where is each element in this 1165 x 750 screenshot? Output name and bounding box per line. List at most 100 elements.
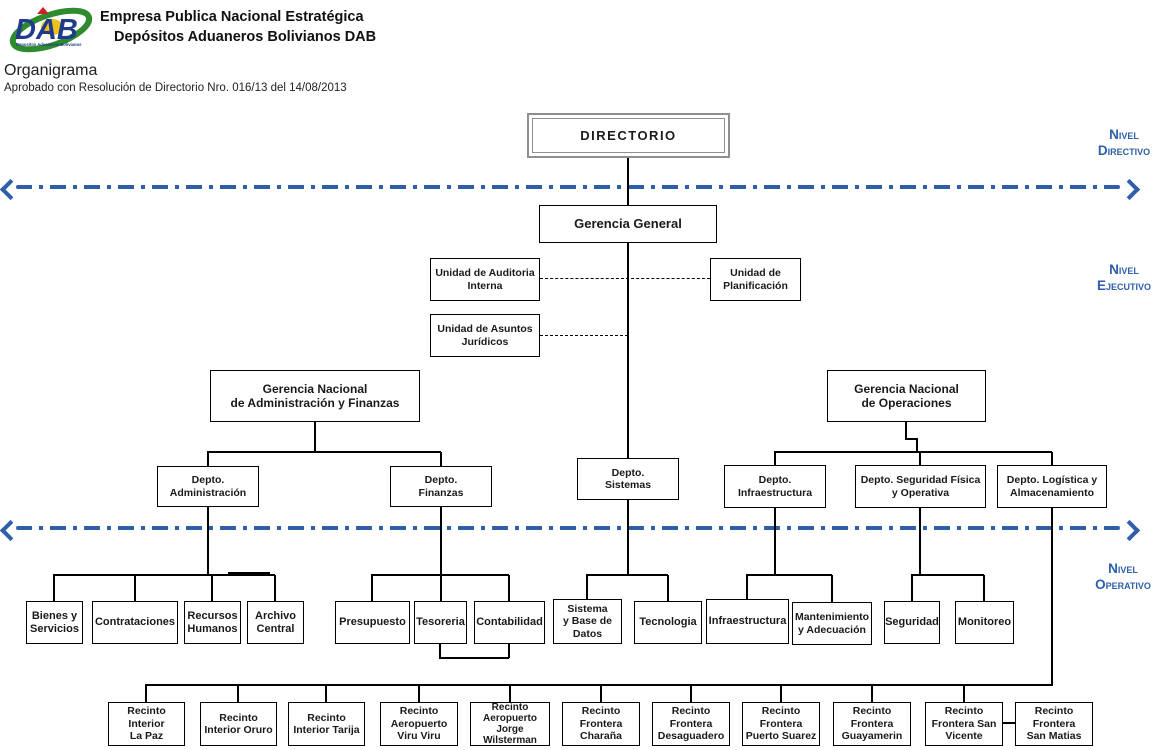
connector-line — [53, 574, 275, 576]
node-label: DIRECTORIO — [580, 128, 677, 143]
level-divider-directivo — [16, 185, 1120, 189]
connector-line — [1051, 508, 1053, 685]
node-depto-seguridad-fisica: Depto. Seguridad Física y Operativa — [855, 465, 986, 508]
connector-line — [774, 451, 1052, 453]
node-presupuesto: Presupuesto — [335, 601, 410, 644]
node-mantenimiento-adecuacion: Mantenimiento y Adecuación — [792, 602, 872, 645]
connector-line — [145, 684, 1053, 686]
connector-line — [1051, 452, 1053, 465]
node-depto-infraestructura: Depto. Infraestructura — [724, 465, 826, 508]
connector-line — [905, 438, 917, 440]
node-recinto-interior-oruro: Recinto Interior Oruro — [200, 702, 277, 746]
connector-line — [919, 452, 921, 465]
node-recinto-frontera-desaguadero: Recinto Frontera Desaguadero — [652, 702, 730, 746]
connector-line — [780, 685, 782, 702]
node-gerencia-administracion-finanzas: Gerencia Nacional de Administración y Fi… — [210, 370, 420, 422]
connector-line — [440, 575, 442, 601]
connector-line — [911, 575, 913, 601]
node-recinto-frontera-guayamerin: Recinto Frontera Guayamerin — [833, 702, 911, 746]
node-gerencia-general: Gerencia General — [539, 205, 717, 243]
connector-line — [690, 685, 692, 702]
node-sistema-base-datos: Sistema y Base de Datos — [553, 599, 622, 644]
connector-line — [237, 685, 239, 702]
connector-line — [371, 575, 373, 601]
node-unidad-planificacion: Unidad de Planificación — [710, 258, 801, 301]
node-depto-finanzas: Depto. Finanzas — [390, 466, 492, 507]
connector-line — [145, 685, 147, 702]
connector-line — [53, 575, 55, 601]
node-recinto-frontera-san-matias: Recinto Frontera San Matias — [1015, 702, 1093, 746]
level-divider-operativo — [16, 526, 1120, 530]
left-arrow-icon — [0, 178, 22, 201]
node-recinto-frontera-san-vicente: Recinto Frontera San Vicente — [925, 702, 1003, 746]
nivel-label-ejecutivo: Nivel Ejecutivo — [1096, 262, 1151, 293]
connector-line — [774, 508, 776, 575]
node-unidad-auditoria-interna: Unidad de Auditoria Interna — [430, 258, 540, 301]
connector-line — [963, 685, 965, 702]
connector-line — [600, 685, 602, 702]
logo-subtext: Depositos Aduaneros Bolivianos — [16, 42, 82, 47]
node-tesoreria: Tesoreria — [414, 601, 467, 644]
node-recinto-interior-tarija: Recinto Interior Tarija — [288, 702, 365, 746]
connector-line — [207, 507, 209, 575]
node-recinto-frontera-charana: Recinto Frontera Charaña — [562, 702, 640, 746]
logo-red-triangle — [37, 7, 49, 14]
nivel-label-directivo: Nivel Directivo — [1097, 127, 1151, 158]
connector-line — [439, 644, 441, 658]
connector-line — [508, 575, 510, 601]
connector-line — [983, 575, 985, 601]
logo-yellow-ellipse — [41, 19, 63, 35]
connector-line — [207, 452, 209, 466]
node-infraestructura: Infraestructura — [706, 599, 789, 644]
node-directorio: DIRECTORIO — [527, 113, 730, 158]
node-monitoreo: Monitoreo — [955, 601, 1014, 644]
connector-line — [314, 422, 316, 452]
node-archivo-central: Archivo Central — [247, 601, 304, 644]
connector-line — [1002, 722, 1016, 724]
connector-line — [746, 575, 748, 599]
node-contabilidad: Contabilidad — [474, 601, 545, 644]
node-depto-sistemas: Depto. Sistemas — [577, 458, 679, 500]
dashed-connector-line — [540, 278, 710, 279]
node-depto-logistica-almacenamiento: Depto. Logística y Almacenamiento — [997, 465, 1107, 508]
company-name-line2: Depósitos Aduaneros Bolivianos DAB — [114, 28, 377, 45]
connector-line — [274, 575, 276, 601]
connector-line — [371, 574, 509, 576]
right-arrow-icon — [1118, 178, 1141, 201]
node-recinto-aeropuerto-jorge-wilsterman: Recinto Aeropuerto Jorge Wilsterman — [470, 702, 550, 746]
connector-line — [871, 685, 873, 702]
connector-line — [439, 657, 509, 659]
node-tecnologia: Tecnologia — [634, 601, 702, 644]
connector-line — [228, 572, 270, 575]
connector-line — [627, 157, 629, 205]
connector-line — [627, 500, 629, 575]
connector-line — [831, 575, 833, 602]
connector-line — [905, 422, 907, 439]
node-recinto-aeropuerto-viru-viru: Recinto Aeropuerto Viru Viru — [380, 702, 458, 746]
connector-line — [440, 507, 442, 575]
connector-line — [911, 574, 984, 576]
connector-line — [746, 574, 832, 576]
node-contrataciones: Contrataciones — [92, 601, 178, 644]
left-arrow-icon — [0, 519, 22, 542]
connector-line — [774, 452, 776, 465]
connector-line — [134, 575, 136, 601]
nivel-label-operativo: Nivel Operativo — [1095, 561, 1151, 592]
connector-line — [211, 575, 213, 601]
connector-line — [627, 242, 629, 458]
connector-line — [586, 574, 668, 576]
logo-swoosh — [9, 7, 93, 53]
right-arrow-icon — [1118, 519, 1141, 542]
logo-text: DAB — [15, 14, 78, 46]
node-unidad-asuntos-juridicos: Unidad de Asuntos Jurídicos — [430, 314, 540, 357]
dab-logo: DAB Depositos Aduaneros Bolivianos — [9, 7, 93, 53]
page-title: Organigrama — [4, 62, 98, 79]
node-recinto-frontera-puerto-suarez: Recinto Frontera Puerto Suarez — [742, 702, 820, 746]
connector-line — [325, 685, 327, 702]
connector-line — [667, 575, 669, 601]
company-name-line1: Empresa Publica Nacional Estratégica — [100, 9, 364, 25]
dashed-connector-line — [540, 335, 628, 336]
connector-line — [509, 685, 511, 702]
connector-line — [207, 451, 441, 453]
